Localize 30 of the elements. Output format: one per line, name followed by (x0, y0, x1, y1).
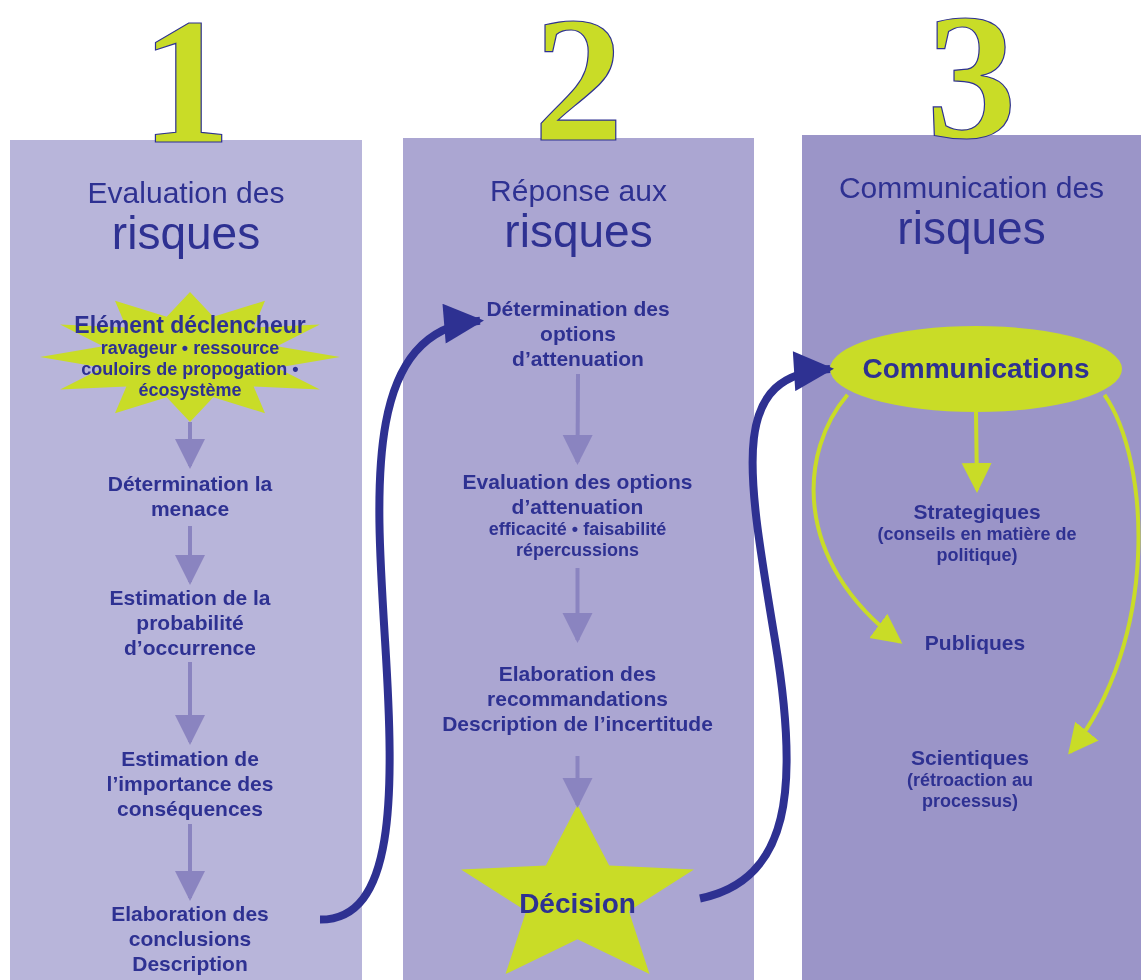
step-label: Décision (519, 888, 636, 920)
arrow (175, 824, 205, 901)
step-label: Evaluation des options d’attenuation (461, 469, 694, 519)
step-label: Elaboration des conclusions Description (110, 900, 270, 976)
arrow (811, 393, 903, 644)
step-label: Strategiques (913, 498, 1041, 524)
arrow (562, 374, 593, 465)
step-label: Détermination des options d’attenuation (485, 295, 671, 371)
arrow (562, 756, 593, 808)
step-number: 1 (140, 0, 232, 172)
step-details: (conseils en matière de politique) (876, 523, 1078, 566)
step-label: Elément déclencheur (74, 313, 306, 338)
arrow (698, 354, 834, 903)
step-label: Elaboration des recommandations Description de l’incertitude (441, 660, 714, 736)
step-details: (rétroaction au processus) (906, 769, 1034, 812)
arrow (175, 422, 205, 469)
arrow (1068, 393, 1141, 755)
step-label: Communications (862, 353, 1090, 385)
arrow (175, 526, 205, 585)
step-label: Estimation de la probabilité d’occurrence (108, 584, 272, 660)
step-details: efficacité • faisabilité répercussions (487, 519, 668, 561)
arrow (961, 411, 992, 493)
step-label: Estimation de l’importance des conséquences (105, 745, 275, 821)
step-label: Publiques (924, 629, 1026, 655)
step-label: Scientiques (911, 744, 1029, 770)
arrow (175, 662, 205, 745)
step-number: 3 (925, 0, 1018, 167)
arrow (562, 568, 593, 643)
step-label: Détermination la menace (106, 471, 274, 521)
step-number: 2 (532, 0, 625, 170)
